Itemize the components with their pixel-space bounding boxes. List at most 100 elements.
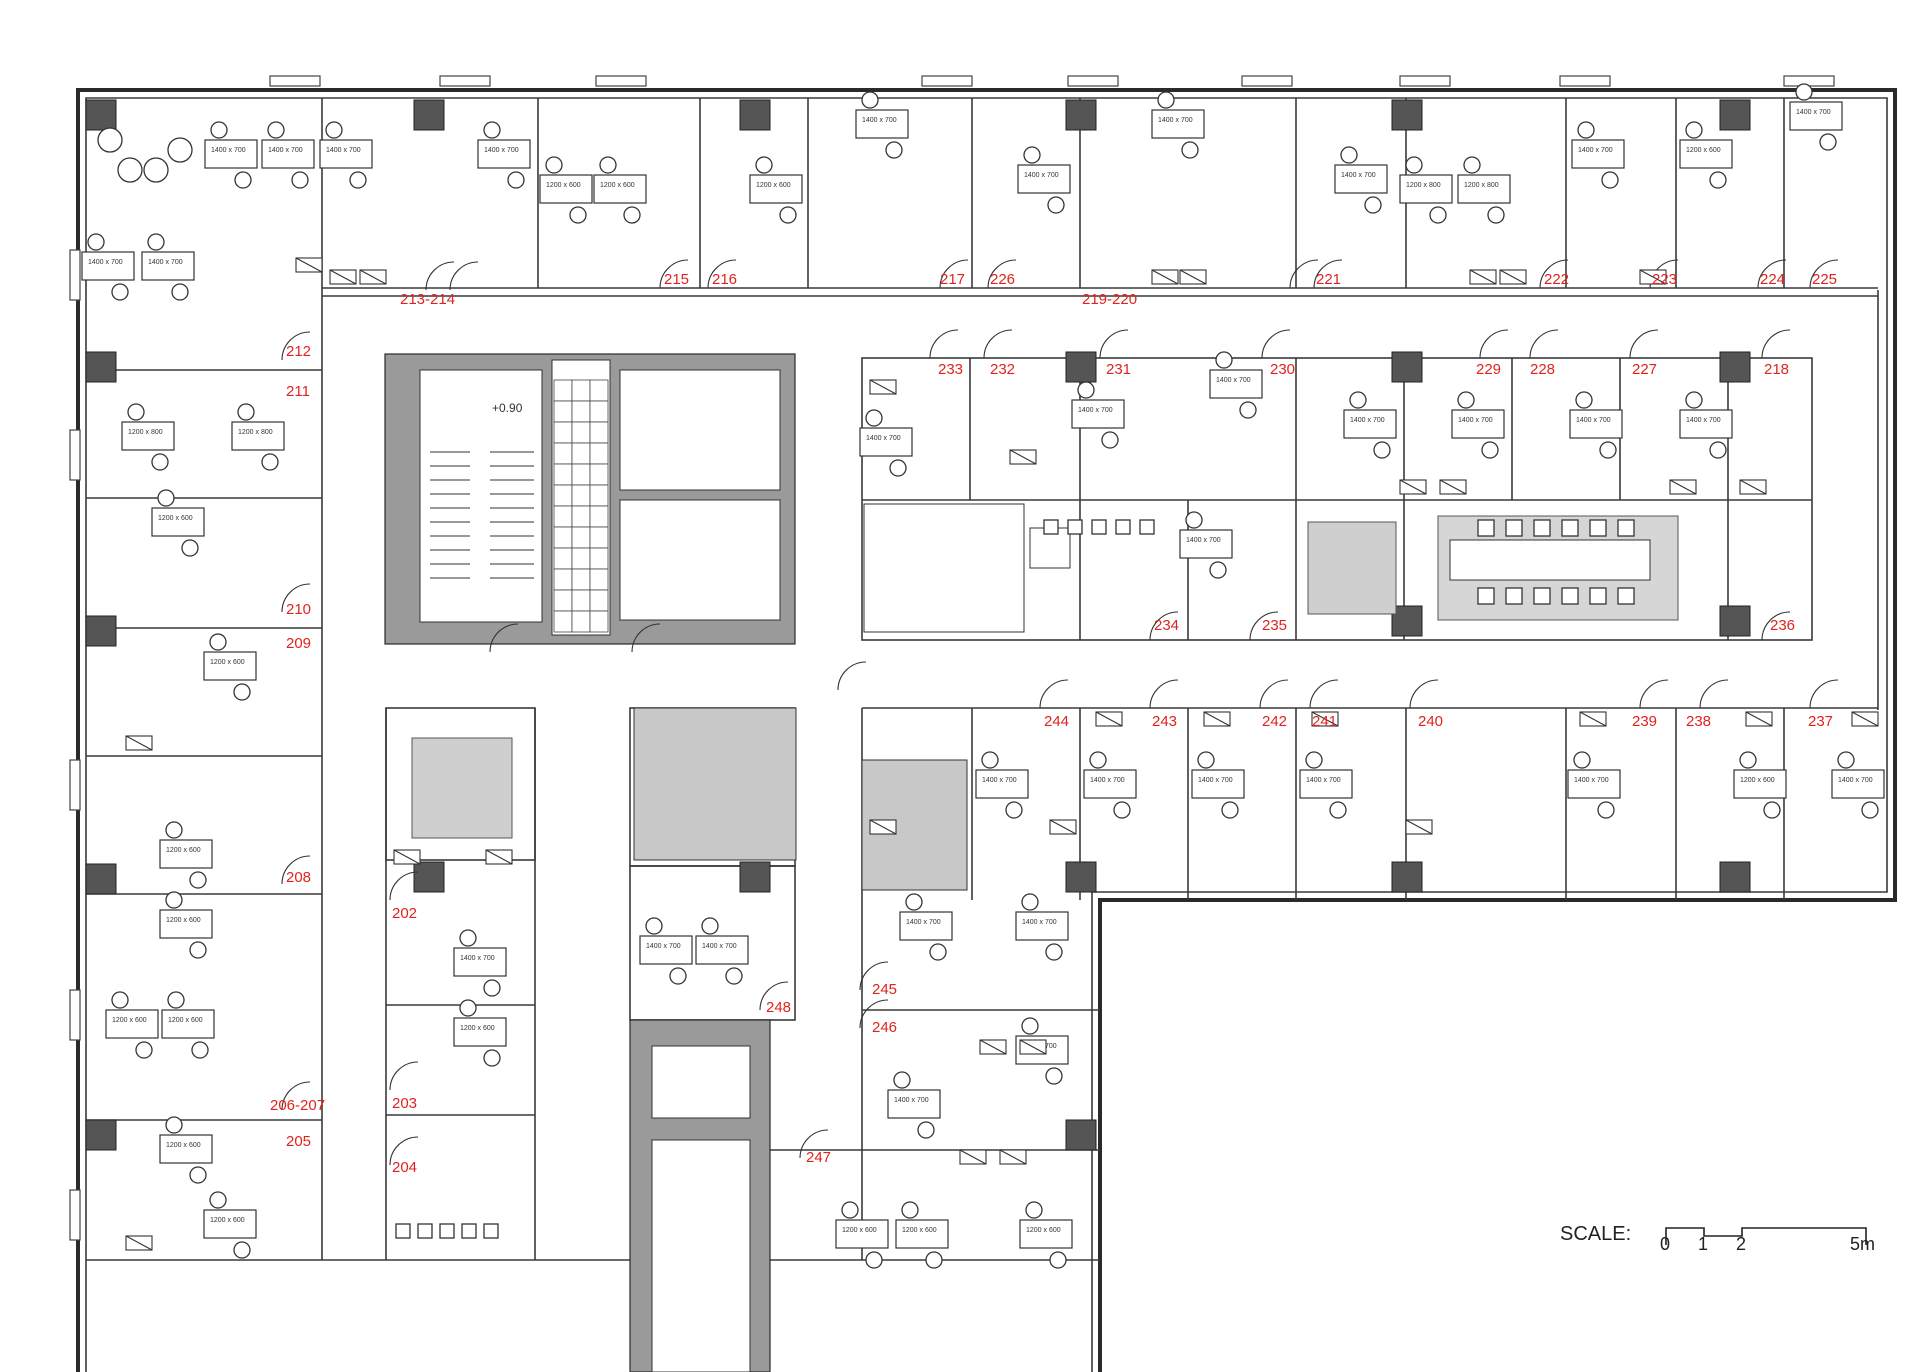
window (69, 759, 81, 811)
desk (141, 251, 195, 281)
door-swing (389, 1136, 419, 1166)
desk-size-label: 1200 x 600 (112, 1017, 147, 1024)
doors (281, 259, 1839, 1166)
tile (553, 547, 573, 570)
chair (1023, 146, 1041, 164)
door-swing (1149, 679, 1179, 709)
column (1065, 1119, 1097, 1151)
tile (571, 400, 591, 423)
chair (171, 283, 189, 301)
column (1391, 99, 1423, 131)
door-swing (1639, 679, 1669, 709)
door-swing (1809, 259, 1839, 289)
desk (453, 1017, 507, 1047)
windows (69, 75, 1835, 1241)
door-swing (1309, 679, 1339, 709)
window (1067, 75, 1119, 87)
cabinet-cross (1095, 711, 1123, 727)
chair (507, 171, 525, 189)
chair (1340, 146, 1358, 164)
chair (209, 633, 227, 651)
tile (553, 484, 573, 507)
chair (349, 171, 367, 189)
door-swing (389, 871, 419, 901)
chair (1364, 196, 1382, 214)
desk-size-label: 1400 x 700 (866, 435, 901, 442)
tile (553, 526, 573, 549)
chair (1617, 519, 1635, 537)
room-number-230: 230 (1270, 361, 1295, 378)
tile (589, 589, 609, 612)
desk (319, 139, 373, 169)
tile (589, 484, 609, 507)
tile (571, 442, 591, 465)
room-number-211: 211 (286, 383, 310, 400)
chairs (87, 83, 1879, 1269)
room-number-239: 239 (1632, 713, 1657, 730)
chair (1049, 1251, 1067, 1269)
tile (571, 484, 591, 507)
cabinet-cross (999, 1149, 1027, 1165)
chair (1505, 587, 1523, 605)
chair (1005, 801, 1023, 819)
window (595, 75, 647, 87)
room-number-238: 238 (1686, 713, 1711, 730)
door-swing (1039, 679, 1069, 709)
columns (85, 99, 1751, 1151)
chair (1505, 519, 1523, 537)
desk (1733, 769, 1787, 799)
tile (571, 463, 591, 486)
door-swing (389, 1061, 419, 1091)
chair (189, 941, 207, 959)
chair (1045, 1067, 1063, 1085)
room-number-215: 215 (664, 271, 689, 288)
column (85, 615, 117, 647)
door-swing (1479, 329, 1509, 359)
desk (159, 909, 213, 939)
desk-size-label: 1400 x 700 (1216, 377, 1251, 384)
chair (1215, 351, 1233, 369)
desk (887, 1089, 941, 1119)
desk (453, 947, 507, 977)
desk (1151, 109, 1205, 139)
chair (1113, 801, 1131, 819)
tile (571, 568, 591, 591)
room-number-219-220: 219-220 (1082, 291, 1137, 308)
door-swing (1629, 329, 1659, 359)
column (85, 99, 117, 131)
room-number-240: 240 (1418, 713, 1443, 730)
chair (1185, 511, 1203, 529)
chair (569, 206, 587, 224)
tile (589, 421, 609, 444)
chair (901, 1201, 919, 1219)
desk-size-label: 1400 x 700 (894, 1097, 929, 1104)
window (921, 75, 973, 87)
chair (111, 991, 129, 1009)
window (1559, 75, 1611, 87)
desk-size-label: 1400 x 700 (1090, 777, 1125, 784)
chair (459, 929, 477, 947)
tile (589, 505, 609, 528)
desk-size-label: 1400 x 700 (1158, 117, 1193, 124)
column (85, 1119, 117, 1151)
chair (1349, 391, 1367, 409)
meeting-rooms (411, 503, 1679, 839)
chair (1617, 587, 1635, 605)
desk-size-label: 1400 x 700 (646, 943, 681, 950)
chair (459, 999, 477, 1017)
cabinet-cross (869, 819, 897, 835)
chair (147, 233, 165, 251)
desk-size-label: 1400 x 700 (1686, 417, 1721, 424)
desk-size-label: 1200 x 600 (902, 1227, 937, 1234)
tile (571, 379, 591, 402)
chair (1577, 121, 1595, 139)
desk (81, 251, 135, 281)
desk-size-label: 1400 x 700 (148, 259, 183, 266)
tile (571, 421, 591, 444)
chair (233, 683, 251, 701)
desk-size-label: 1200 x 800 (1406, 182, 1441, 189)
column (413, 99, 445, 131)
chair (234, 171, 252, 189)
room-number-244: 244 (1044, 713, 1069, 730)
chair (189, 871, 207, 889)
